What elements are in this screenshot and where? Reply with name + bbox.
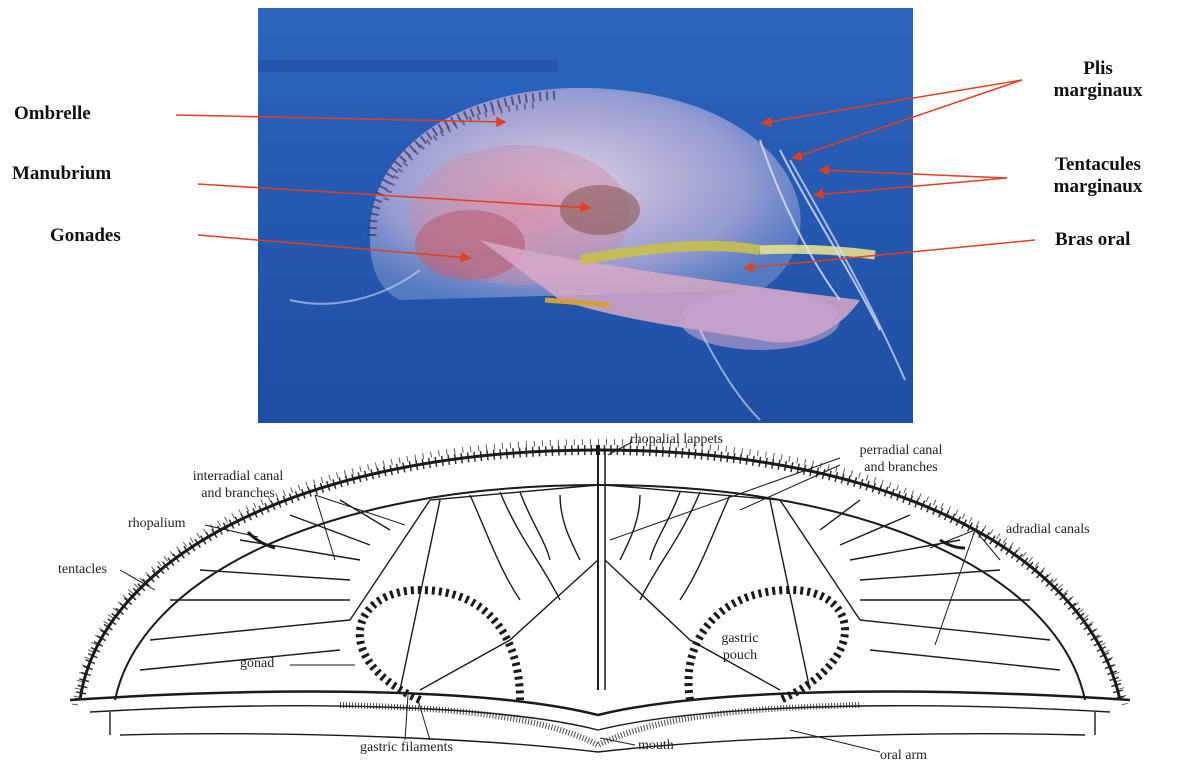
- label-perradial-line1: perradial canal: [826, 442, 976, 459]
- label-gonad: gonad: [240, 656, 274, 672]
- label-gastric-filaments: gastric filaments: [360, 740, 453, 756]
- label-rhopalium: rhopalium: [128, 516, 186, 532]
- label-mouth: mouth: [638, 738, 674, 754]
- label-oral-arm: oral arm: [880, 748, 927, 764]
- label-gastric-pouch: gastric pouch: [700, 630, 780, 664]
- label-gastric-pouch-line1: gastric: [700, 630, 780, 647]
- gonad-left: [360, 590, 520, 700]
- label-gastric-pouch-line2: pouch: [700, 647, 780, 664]
- label-tentacles: tentacles: [58, 562, 107, 578]
- label-interradial-line2: and branches: [168, 485, 308, 502]
- label-perradial-line2: and branches: [826, 459, 976, 476]
- label-rhopalial-lappets: rhopalial lappets: [630, 432, 723, 448]
- label-perradial-canal: perradial canal and branches: [826, 442, 976, 476]
- label-interradial-line1: interradial canal: [168, 468, 308, 485]
- label-interradial-canal: interradial canal and branches: [168, 468, 308, 502]
- label-adradial-canals: adradial canals: [1006, 522, 1090, 538]
